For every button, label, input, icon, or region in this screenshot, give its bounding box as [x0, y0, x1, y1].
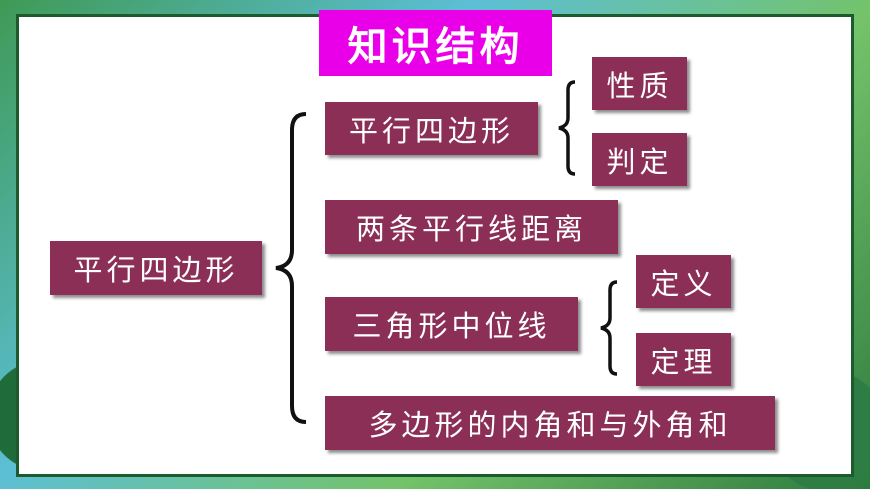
leaf-node-definition: 定义: [636, 255, 731, 308]
branch-node-triangle-midline: 三角形中位线: [325, 297, 578, 351]
branch-node-polygon-angles: 多边形的内角和与外角和: [325, 396, 775, 450]
branch-node-parallelogram: 平行四边形: [325, 102, 538, 155]
root-node: 平行四边形: [50, 241, 262, 295]
leaf-node-criteria: 判定: [592, 133, 687, 186]
page-title: 知识结构: [319, 10, 552, 76]
sub-brace-parallelogram: [558, 80, 576, 176]
sub-brace-midline: [600, 280, 618, 376]
leaf-node-theorem: 定理: [636, 333, 731, 386]
leaf-node-properties: 性质: [592, 57, 687, 110]
main-brace: [275, 112, 307, 424]
branch-node-parallel-distance: 两条平行线距离: [325, 200, 618, 254]
